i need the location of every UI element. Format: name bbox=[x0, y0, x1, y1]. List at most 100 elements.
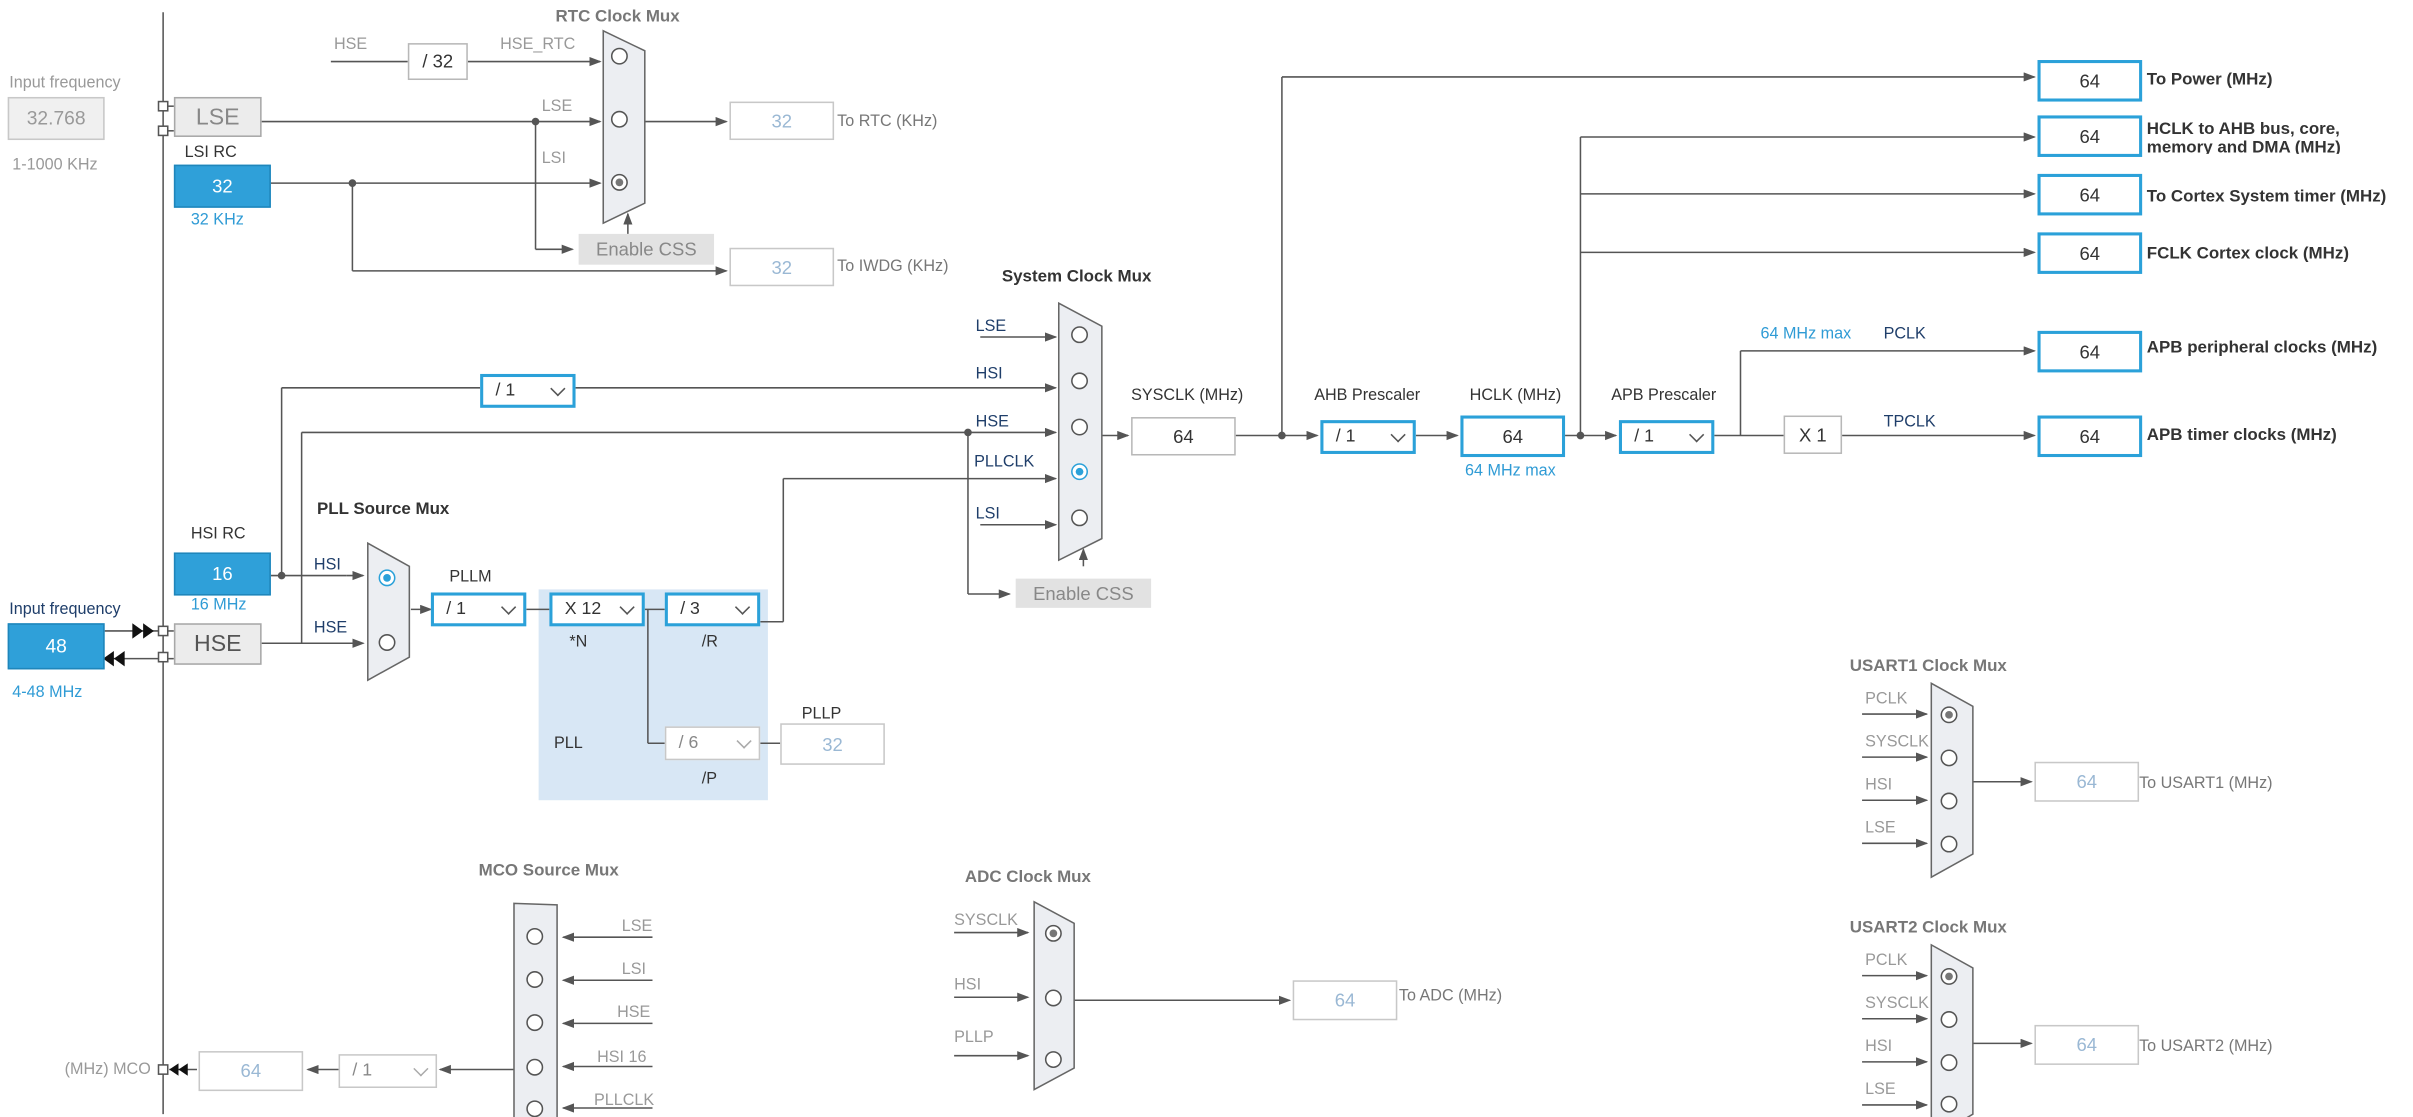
chevron-down-icon bbox=[550, 381, 566, 397]
output-hclk-ahb-value[interactable]: 64 bbox=[2037, 115, 2143, 157]
usart2-radio-sysclk[interactable] bbox=[1940, 1011, 1958, 1028]
rtc-enable-css-button[interactable]: Enable CSS bbox=[578, 233, 715, 265]
sys-mux-radio-pllclk[interactable] bbox=[1071, 463, 1089, 481]
pllp-select[interactable]: / 6 bbox=[664, 726, 761, 761]
iwdg-output-value: 32 bbox=[729, 247, 835, 287]
usart1-radio-sysclk[interactable] bbox=[1940, 749, 1958, 767]
output-power-value[interactable]: 64 bbox=[2037, 60, 2143, 102]
adc-radio-pllp[interactable] bbox=[1044, 1051, 1062, 1068]
usart2-input-lse: LSE bbox=[1865, 1080, 1896, 1099]
pllr-select[interactable]: / 3 bbox=[664, 592, 761, 627]
usart2-output-label: To USART2 (MHz) bbox=[2139, 1037, 2273, 1056]
output-cortex-timer-label: To Cortex System timer (MHz) bbox=[2146, 187, 2387, 207]
output-fclk-value[interactable]: 64 bbox=[2037, 232, 2143, 274]
pll-src-radio-hsi[interactable] bbox=[378, 569, 396, 587]
usart1-radio-pclk[interactable] bbox=[1940, 706, 1958, 724]
sys-mux-radio-lsi[interactable] bbox=[1071, 509, 1089, 527]
sys-mux-input-hsi: HSI bbox=[975, 364, 1003, 384]
hse-frequency-range: 4-48 MHz bbox=[12, 683, 83, 702]
hsi-divider-value: / 1 bbox=[495, 381, 516, 401]
chevron-down-icon bbox=[1390, 427, 1406, 443]
usart1-output-label: To USART1 (MHz) bbox=[2139, 774, 2273, 793]
hclk-value-field[interactable]: 64 bbox=[1460, 415, 1566, 458]
sys-mux-radio-hse[interactable] bbox=[1071, 418, 1089, 436]
mco-radio-hse[interactable] bbox=[526, 1014, 544, 1032]
adc-radio-sysclk[interactable] bbox=[1044, 924, 1062, 942]
rtc-mux-title: RTC Clock Mux bbox=[555, 7, 680, 27]
usart2-input-pclk: PCLK bbox=[1865, 951, 1908, 970]
ahb-prescaler-select[interactable]: / 1 bbox=[1320, 420, 1416, 454]
pllp-output-value: 32 bbox=[780, 723, 885, 765]
hse-source-block[interactable]: HSE bbox=[173, 623, 262, 665]
system-mux-title: System Clock Mux bbox=[1001, 267, 1152, 287]
chevron-down-icon bbox=[1689, 427, 1705, 443]
output-apb-timer-value[interactable]: 64 bbox=[2037, 415, 2143, 458]
mco-mux-shape bbox=[513, 902, 558, 1117]
sys-enable-css-button[interactable]: Enable CSS bbox=[1015, 578, 1152, 608]
usart2-radio-hsi[interactable] bbox=[1940, 1054, 1958, 1072]
output-power-label: To Power (MHz) bbox=[2146, 70, 2273, 90]
usart1-input-lse: LSE bbox=[1865, 818, 1896, 838]
lse-source-block[interactable]: LSE bbox=[173, 96, 262, 137]
adc-radio-hsi[interactable] bbox=[1044, 989, 1062, 1007]
mco-radio-pllclk[interactable] bbox=[526, 1100, 544, 1117]
mco-output-value: 64 bbox=[198, 1051, 304, 1092]
usart2-output-value: 64 bbox=[2034, 1024, 2140, 1065]
plln-value: X 12 bbox=[564, 600, 602, 619]
hse-input-frequency-field[interactable]: 48 bbox=[7, 623, 105, 670]
usart2-input-hsi: HSI bbox=[1865, 1037, 1893, 1056]
sys-mux-radio-hsi[interactable] bbox=[1071, 372, 1089, 390]
pll-src-radio-hse[interactable] bbox=[378, 634, 396, 651]
apb-max-label: 64 MHz max bbox=[1760, 324, 1852, 344]
hsi-divider-select[interactable]: / 1 bbox=[480, 373, 576, 408]
adc-output-label: To ADC (MHz) bbox=[1398, 986, 1503, 1005]
mco-radio-lse[interactable] bbox=[526, 927, 544, 945]
pllp-divider-value: / 6 bbox=[678, 734, 699, 753]
sys-mux-input-hse: HSE bbox=[975, 412, 1009, 431]
rtc-mux-radio-hse[interactable] bbox=[610, 47, 628, 65]
usart2-mux-title: USART2 Clock Mux bbox=[1849, 918, 2007, 938]
rtc-output-label: To RTC (KHz) bbox=[837, 112, 938, 131]
lse-frequency-range: 1-1000 KHz bbox=[12, 155, 98, 174]
hsi-rc-block[interactable]: 16 bbox=[173, 552, 271, 596]
usart1-input-pclk: PCLK bbox=[1865, 689, 1908, 708]
lsi-rc-block[interactable]: 32 bbox=[173, 164, 271, 208]
output-apb-peripheral-value[interactable]: 64 bbox=[2037, 330, 2143, 373]
mco-divider-value: / 1 bbox=[352, 1061, 373, 1081]
pll-region-label: PLL bbox=[554, 734, 583, 753]
rtc-mux-radio-lsi[interactable] bbox=[610, 173, 628, 191]
output-cortex-timer-value[interactable]: 64 bbox=[2037, 173, 2143, 216]
lse-input-frequency-field[interactable]: 32.768 bbox=[7, 96, 105, 141]
adc-input-pllp: PLLP bbox=[954, 1027, 994, 1047]
output-apb-peripheral-label: APB peripheral clocks (MHz) bbox=[2146, 338, 2378, 358]
sys-mux-radio-lse[interactable] bbox=[1071, 326, 1089, 344]
pllm-select[interactable]: / 1 bbox=[430, 592, 527, 627]
apb-timer-multiplier: X 1 bbox=[1783, 415, 1843, 454]
rtc-mux-radio-lse[interactable] bbox=[610, 110, 628, 128]
pllp-divider-label: /P bbox=[701, 769, 718, 788]
mco-divider-select[interactable]: / 1 bbox=[338, 1054, 438, 1089]
rtc-output-value: 32 bbox=[729, 101, 835, 141]
usart2-radio-lse[interactable] bbox=[1940, 1095, 1958, 1113]
pllm-value: / 1 bbox=[446, 600, 466, 619]
pll-src-hse-label: HSE bbox=[313, 618, 348, 638]
iwdg-output-label: To IWDG (KHz) bbox=[837, 256, 949, 276]
usart1-mux-title: USART1 Clock Mux bbox=[1849, 657, 2007, 676]
chevron-down-icon bbox=[734, 599, 751, 615]
rtc-lsi-label: LSI bbox=[541, 149, 566, 168]
mco-radio-hsi16[interactable] bbox=[526, 1058, 544, 1076]
usart1-radio-hsi[interactable] bbox=[1940, 792, 1958, 810]
output-fclk-label: FCLK Cortex clock (MHz) bbox=[2146, 244, 2349, 264]
usart1-radio-lse[interactable] bbox=[1940, 835, 1958, 853]
chevron-down-icon bbox=[500, 599, 517, 615]
apb-prescaler-label: APB Prescaler bbox=[1611, 386, 1717, 405]
hse-rtc-divider[interactable]: / 32 bbox=[407, 43, 468, 81]
hse-input-frequency-label: Input frequency bbox=[9, 600, 121, 619]
apb-prescaler-value: / 1 bbox=[1634, 427, 1655, 447]
mco-output-label: (MHz) MCO bbox=[64, 1060, 151, 1079]
usart2-radio-pclk[interactable] bbox=[1940, 967, 1958, 985]
plln-select[interactable]: X 12 bbox=[549, 592, 645, 627]
apb-prescaler-select[interactable]: / 1 bbox=[1618, 420, 1715, 454]
mco-radio-lsi[interactable] bbox=[526, 971, 544, 988]
